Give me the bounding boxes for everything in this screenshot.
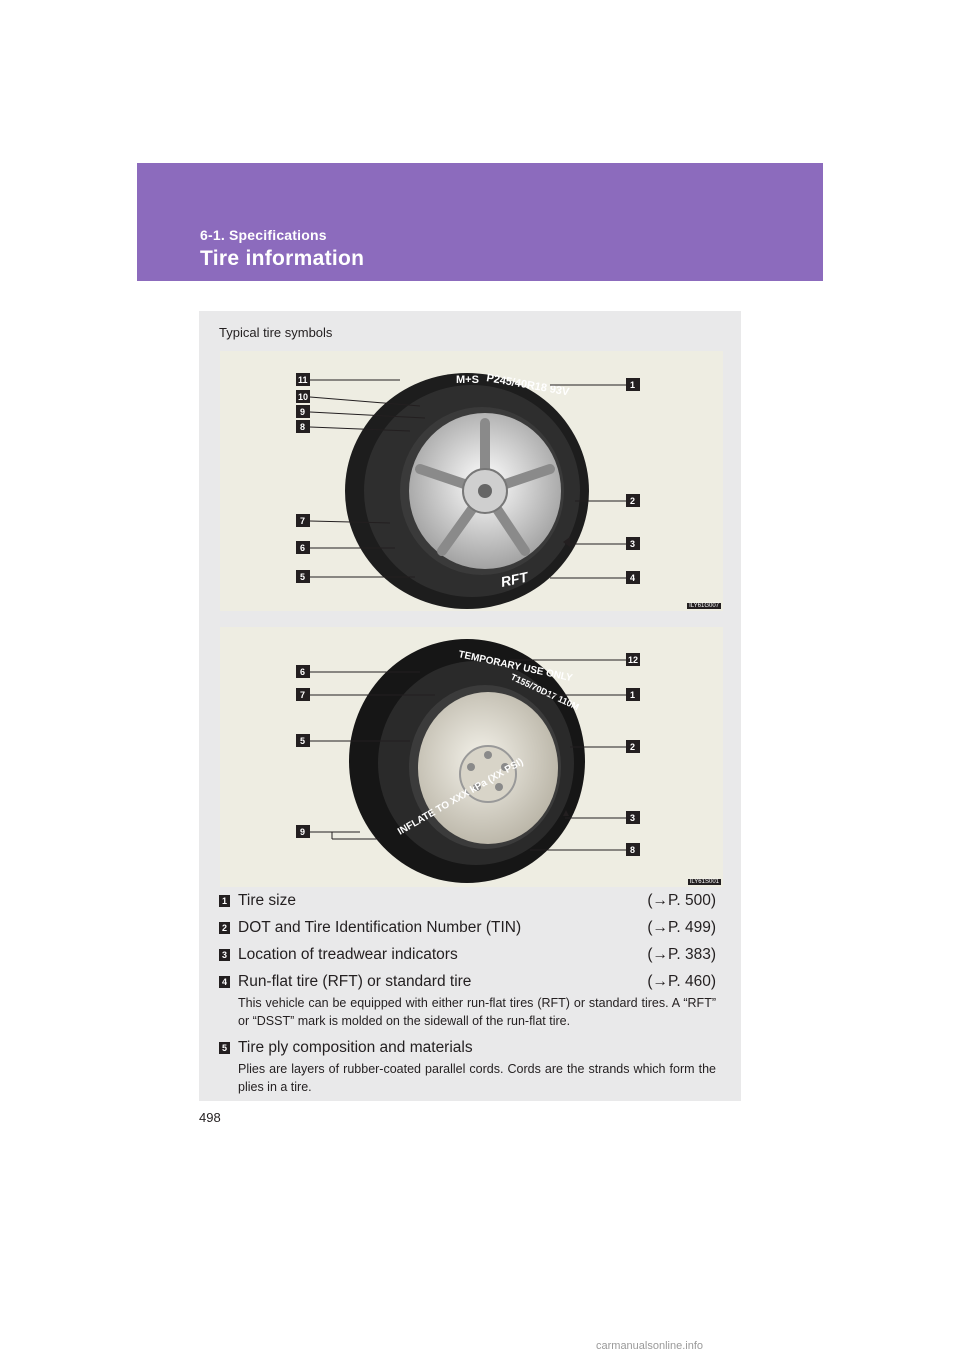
item-label: Run-flat tire (RFT) or standard tire bbox=[238, 973, 472, 990]
item-label: Tire size bbox=[238, 892, 296, 909]
tire-illustration-2: TEMPORARY USE ONLY T155/70D17 110M INFLA… bbox=[296, 639, 640, 883]
callout-1: 1 bbox=[630, 690, 635, 700]
callout-7: 7 bbox=[300, 516, 305, 526]
page-reference-link[interactable]: (→P. 460) bbox=[647, 973, 716, 990]
callout-3: 3 bbox=[630, 813, 635, 823]
content-panel: Typical tire symbols M+S bbox=[199, 311, 741, 1101]
callout-8: 8 bbox=[300, 422, 305, 432]
item-number-badge: 5 bbox=[219, 1042, 230, 1054]
item-number-badge: 3 bbox=[219, 949, 230, 961]
list-item: 4 Run-flat tire (RFT) or standard tire (→… bbox=[216, 970, 716, 1030]
page-reference-link[interactable]: (→P. 500) bbox=[647, 892, 716, 909]
callout-2: 2 bbox=[630, 496, 635, 506]
callout-6: 6 bbox=[300, 543, 305, 553]
callout-1: 1 bbox=[630, 380, 635, 390]
callout-9: 9 bbox=[300, 407, 305, 417]
callout-box bbox=[296, 373, 310, 386]
figure-caption: Typical tire symbols bbox=[219, 325, 333, 340]
item-number-badge: 4 bbox=[219, 976, 230, 988]
tire-symbol-list: 1 Tire size (→P. 500) 2 DOT and Tire Iden… bbox=[216, 889, 716, 1102]
figure-2-callouts: 6 7 5 9 12 1 2 3 8 bbox=[296, 653, 640, 856]
figure-1-callouts: 11 10 9 8 7 6 5 1 2 3 4 bbox=[296, 373, 640, 584]
tire-1-rft-mark: RFT bbox=[499, 568, 530, 590]
item-description: Plies are layers of rubber-coated parall… bbox=[238, 1062, 716, 1094]
page-reference-link[interactable]: (→P. 499) bbox=[647, 919, 716, 936]
item-description: This vehicle can be equipped with either… bbox=[238, 996, 716, 1028]
figure-1-id: ILY61G007 bbox=[687, 603, 721, 609]
item-label: DOT and Tire Identification Number (TIN) bbox=[238, 919, 522, 936]
callout-4: 4 bbox=[630, 573, 635, 583]
page-number: 498 bbox=[199, 1110, 221, 1125]
list-item: 5 Tire ply composition and materials Pli… bbox=[216, 1036, 716, 1096]
watermark: carmanualsonline.info bbox=[596, 1340, 704, 1352]
item-label: Location of treadwear indicators bbox=[238, 946, 458, 963]
tire-1-ms-mark: M+S bbox=[456, 374, 479, 386]
item-number-badge: 2 bbox=[219, 922, 230, 934]
header-bar: 6-1. Specifications Tire information bbox=[137, 163, 823, 281]
tire-figure-2: TEMPORARY USE ONLY T155/70D17 110M INFLA… bbox=[220, 627, 723, 887]
callout-11: 11 bbox=[298, 375, 308, 385]
callout-2: 2 bbox=[630, 742, 635, 752]
callout-10: 10 bbox=[298, 392, 308, 402]
page-reference-link[interactable]: (→P. 383) bbox=[647, 946, 716, 963]
callout-3: 3 bbox=[630, 539, 635, 549]
item-label: Tire ply composition and materials bbox=[238, 1039, 473, 1056]
callout-6: 6 bbox=[300, 667, 305, 677]
callout-8: 8 bbox=[630, 845, 635, 855]
item-number-badge: 1 bbox=[219, 895, 230, 907]
tire-figure-1: M+S P245/40R18 93V RFT 11 bbox=[220, 351, 723, 611]
callout-12: 12 bbox=[628, 655, 638, 665]
callout-5: 5 bbox=[300, 572, 305, 582]
callout-9: 9 bbox=[300, 827, 305, 837]
page-title: Tire information bbox=[200, 247, 365, 270]
figure-2-id: ILY61S001 bbox=[687, 879, 721, 885]
callout-5: 5 bbox=[300, 736, 305, 746]
callout-7: 7 bbox=[300, 690, 305, 700]
tire-illustration-1: M+S P245/40R18 93V RFT 11 bbox=[296, 372, 640, 609]
list-item: 2 DOT and Tire Identification Number (TI… bbox=[216, 916, 716, 940]
section-title: 6-1. Specifications bbox=[200, 227, 327, 243]
list-item: 3 Location of treadwear indicators (→P. 3… bbox=[216, 943, 716, 967]
list-item: 1 Tire size (→P. 500) bbox=[216, 889, 716, 913]
